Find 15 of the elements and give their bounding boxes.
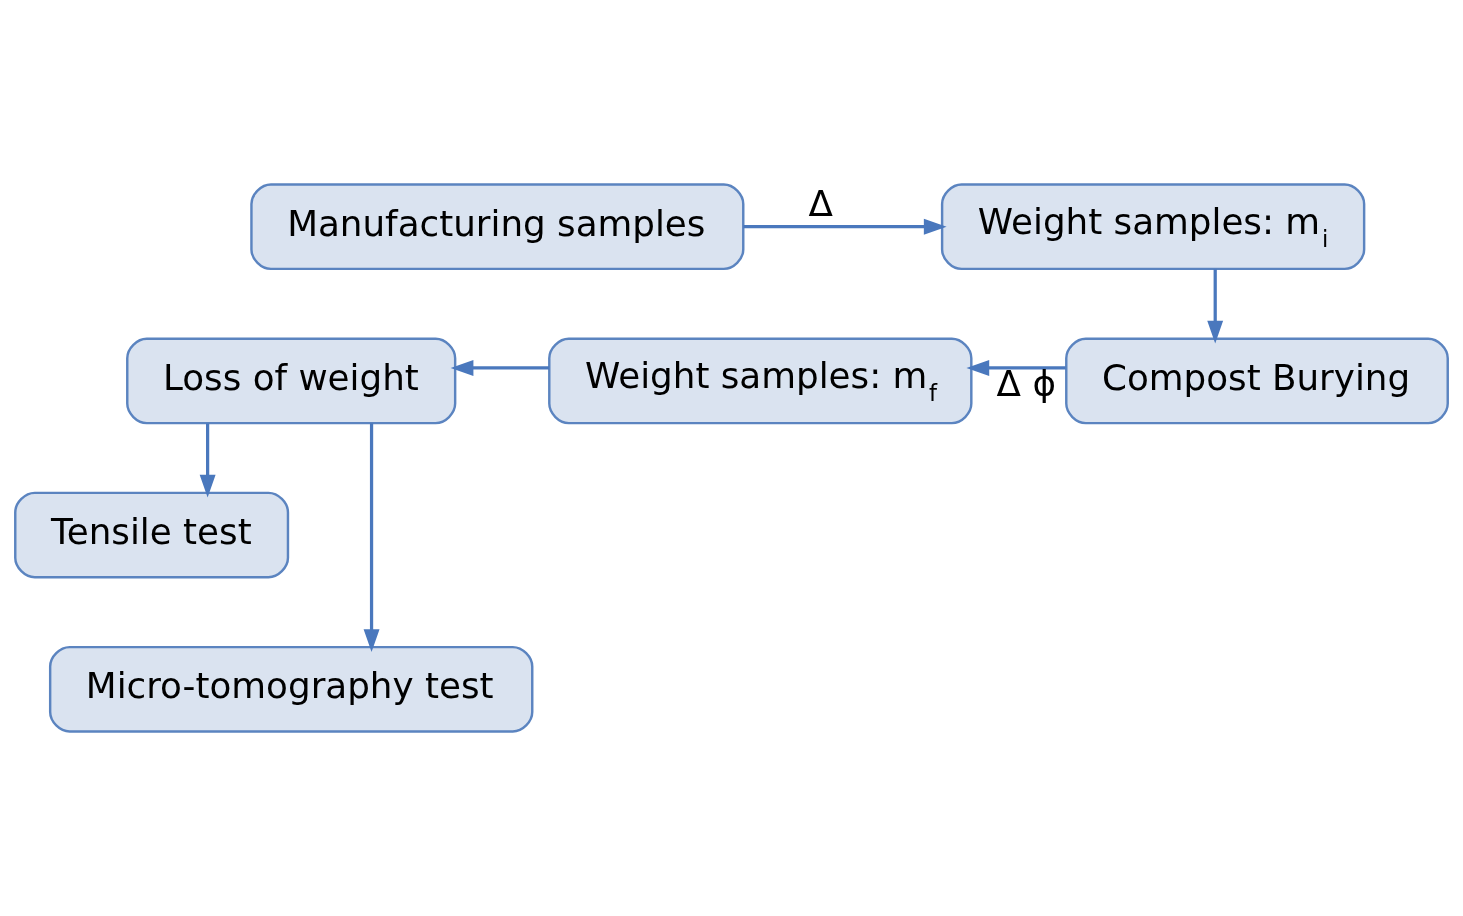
arrow bbox=[966, 359, 1066, 376]
node-box: Manufacturing samples bbox=[250, 183, 745, 271]
arrow bbox=[743, 218, 947, 235]
arrow bbox=[363, 423, 380, 652]
arrow bbox=[450, 359, 550, 376]
edge-label: Δ ϕ bbox=[996, 363, 1056, 405]
node-box: Weight samples: m$_{i}$ bbox=[940, 183, 1366, 271]
node-box: Compost Burying bbox=[1065, 337, 1449, 425]
arrow bbox=[199, 423, 216, 498]
arrow bbox=[1207, 269, 1224, 344]
node-box: Weight samples: m$_{f}$ bbox=[548, 337, 973, 425]
node-box: Tensile test bbox=[14, 491, 290, 579]
node-box: Loss of weight bbox=[126, 337, 457, 425]
edge-label: Δ bbox=[808, 183, 833, 225]
node-box: Micro-tomography test bbox=[48, 645, 534, 733]
